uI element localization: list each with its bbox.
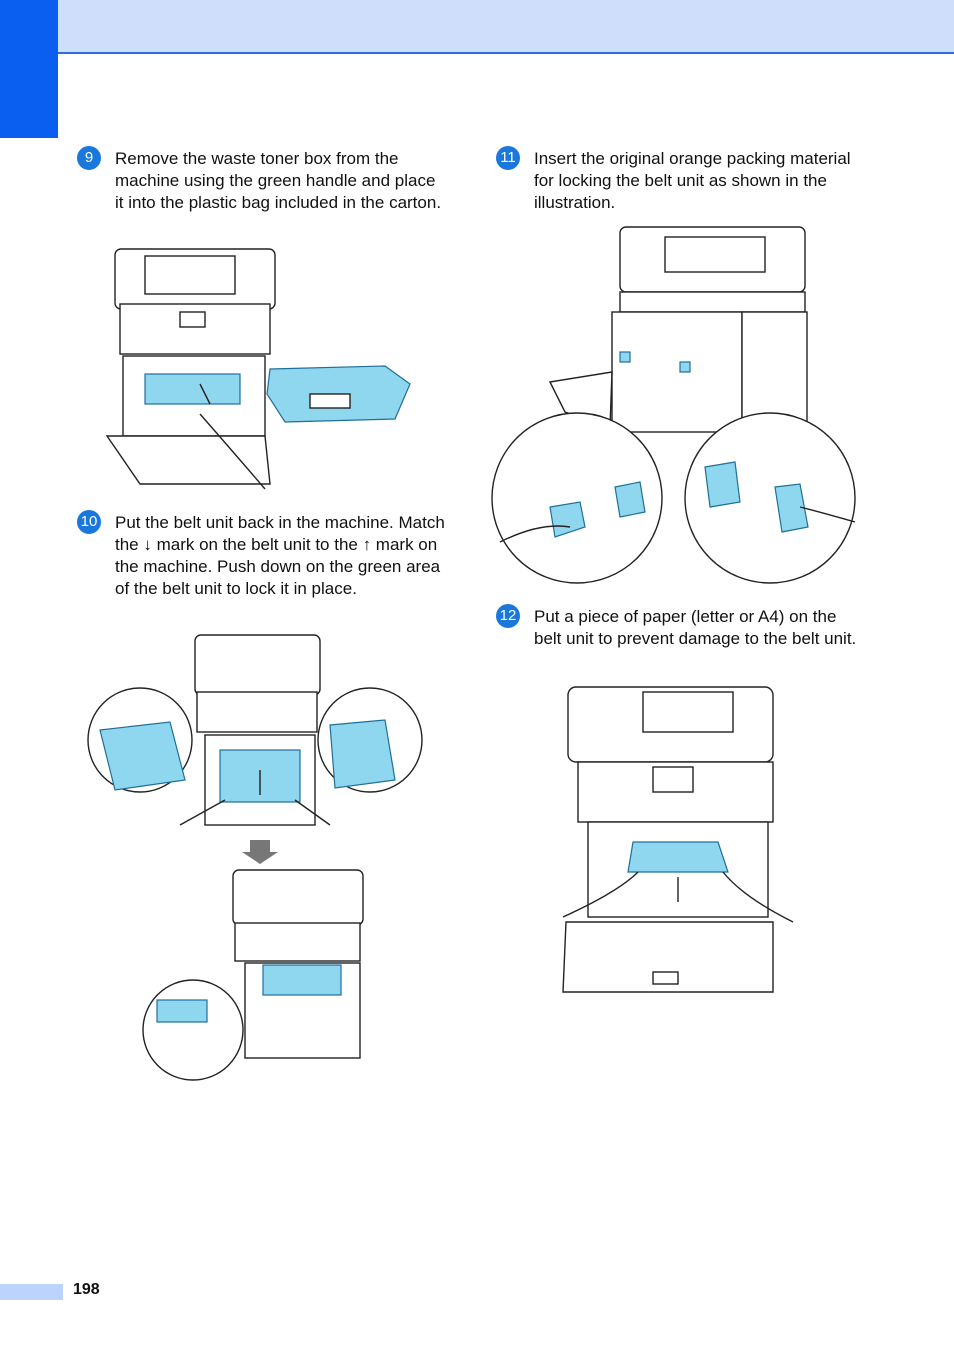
illustration-install-belt-unit [87, 634, 423, 1081]
step-10-badge: 10 [77, 510, 101, 534]
step-11-badge: 11 [496, 146, 520, 170]
step-12: Put a piece of paper (letter or A4) on t… [534, 606, 864, 650]
step-12-text: Put a piece of paper (letter or A4) on t… [534, 607, 857, 648]
step-9-badge: 9 [77, 146, 101, 170]
step-9-text: Remove the waste toner box from the mach… [115, 149, 442, 212]
page-header-bar [0, 0, 954, 54]
step-10: Put the belt unit back in the machine. M… [115, 512, 445, 600]
step-11-text: Insert the original orange packing mater… [534, 149, 851, 212]
page-number: 198 [73, 1281, 100, 1298]
chapter-tab [0, 0, 58, 138]
illustration-paper-on-belt-unit [562, 686, 794, 993]
step-12-badge: 12 [496, 604, 520, 628]
step-9: Remove the waste toner box from the mach… [115, 148, 445, 214]
step-11: Insert the original orange packing mater… [534, 148, 864, 214]
page-number-bar [0, 1284, 63, 1300]
illustration-remove-waste-toner-box [105, 248, 411, 490]
step-10-text: Put the belt unit back in the machine. M… [115, 513, 445, 598]
illustration-insert-packing-material [491, 226, 856, 584]
